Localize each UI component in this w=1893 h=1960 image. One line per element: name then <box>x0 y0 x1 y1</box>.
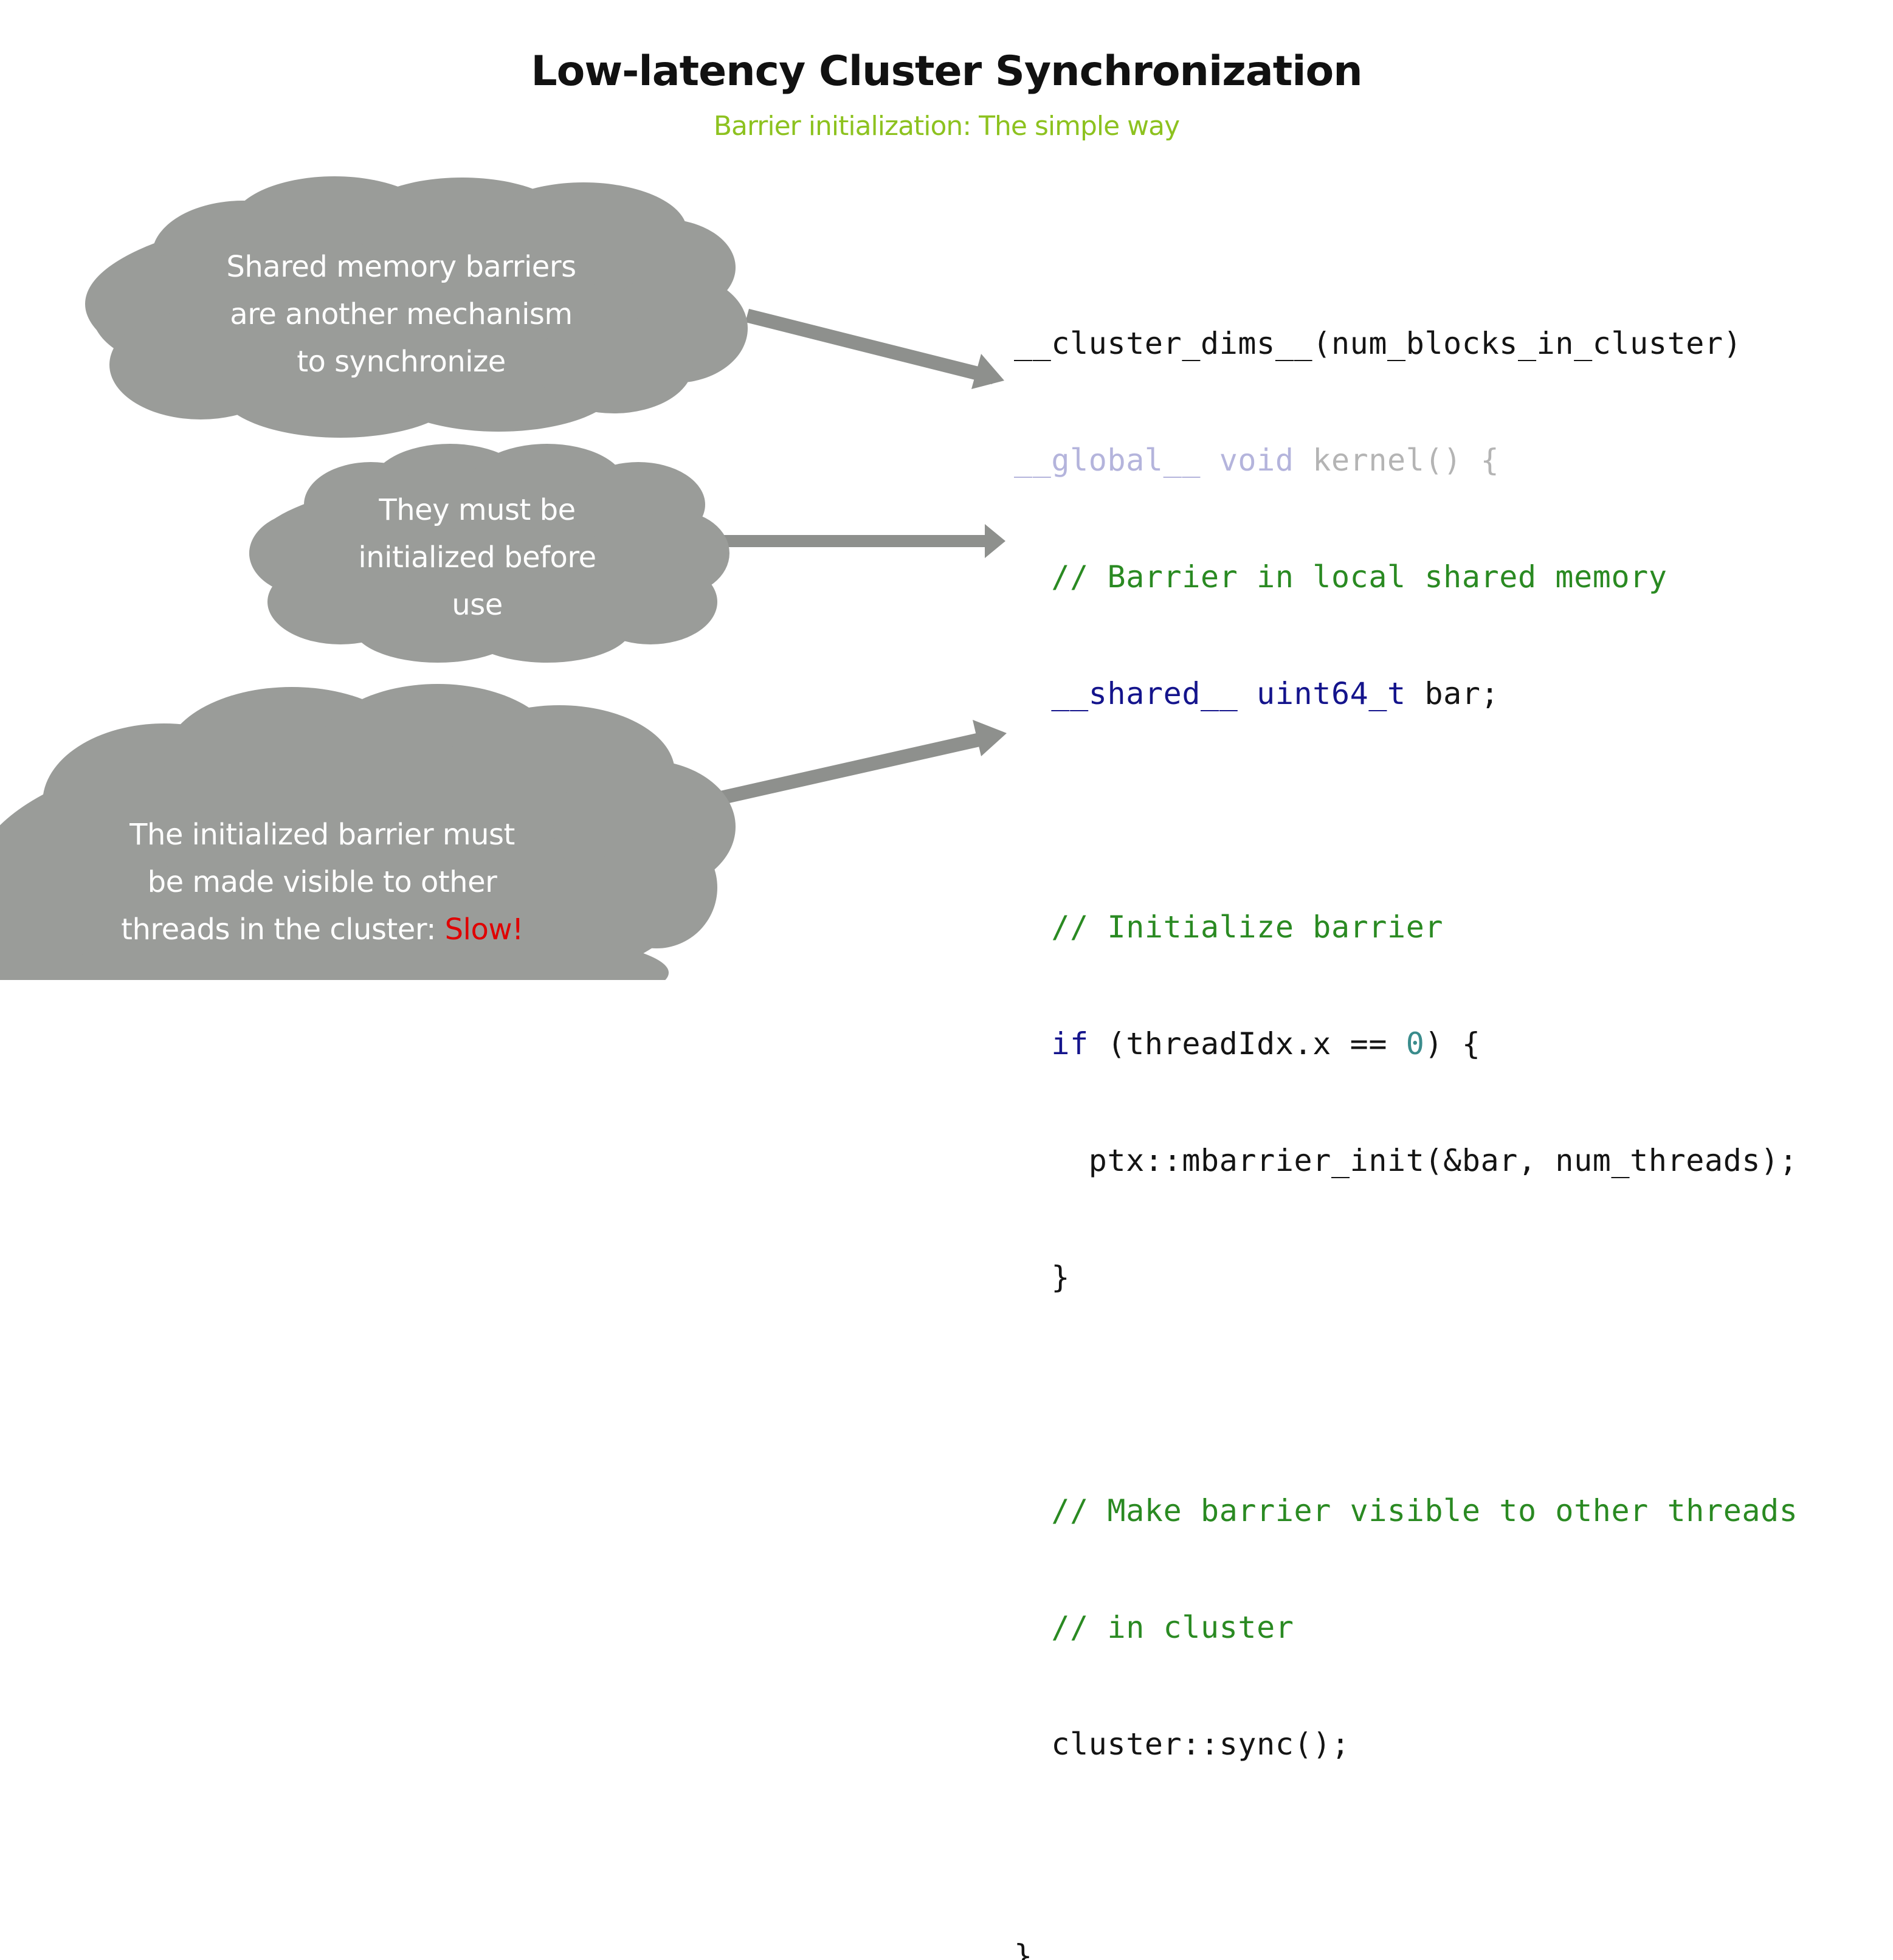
callout-top-line: are another mechanism <box>230 297 573 331</box>
code-text: ) { <box>1424 1026 1481 1061</box>
code-text: cluster::sync(); <box>1014 1727 1350 1762</box>
callout-artwork <box>0 176 1007 980</box>
code-line: // Make barrier visible to other threads <box>1014 1491 1798 1530</box>
code-blank-line <box>1014 1375 1798 1413</box>
code-line: // Barrier in local shared memory <box>1014 557 1798 596</box>
code-comment: // Make barrier visible to other threads <box>1014 1493 1798 1528</box>
code-indent <box>1014 1026 1051 1061</box>
code-keyword: if <box>1051 1026 1089 1061</box>
callout-arrows <box>680 309 1007 813</box>
code-comment: // Initialize barrier <box>1014 909 1444 945</box>
code-number: 0 <box>1405 1026 1425 1061</box>
callout-middle-text: They must be initialized before use <box>271 486 684 629</box>
callout-bottom-prefix: threads in the cluster: <box>121 913 445 947</box>
arrow-top <box>745 309 996 384</box>
slide-subtitle: Barrier initialization: The simple way <box>713 111 1180 142</box>
code-text: (threadIdx.x == <box>1088 1026 1406 1061</box>
code-comment: // Barrier in local shared memory <box>1014 559 1667 595</box>
code-indent <box>1014 676 1051 711</box>
slow-highlight: Slow! <box>444 913 524 947</box>
callout-bottom-line: be made visible to other <box>147 865 497 899</box>
cloud-middle <box>249 444 729 663</box>
code-text-faded: kernel() { <box>1294 443 1500 478</box>
code-text: ptx::mbarrier_init(&bar, num_threads); <box>1014 1143 1798 1178</box>
code-line: } <box>1014 1258 1798 1297</box>
callout-top-line: to synchronize <box>297 345 506 379</box>
callout-top-text: Shared memory barriers are another mecha… <box>146 243 657 385</box>
code-blank-line <box>1014 791 1798 830</box>
code-line: ptx::mbarrier_init(&bar, num_threads); <box>1014 1141 1798 1180</box>
code-line: } <box>1014 1936 1798 1960</box>
callout-middle-line: They must be <box>379 493 576 527</box>
code-keyword-faded: __global__ void <box>1014 443 1294 478</box>
code-text: } <box>1014 1938 1033 1960</box>
arrow-bottom <box>680 731 991 813</box>
code-spacer <box>1014 1841 1798 1858</box>
code-keyword: __shared__ uint64_t <box>1051 676 1406 711</box>
code-line: // in cluster <box>1014 1608 1798 1647</box>
code-line: __cluster_dims__(num_blocks_in_cluster) <box>1014 324 1798 363</box>
code-text: bar; <box>1405 676 1500 711</box>
arrow-middle <box>723 535 991 547</box>
code-line: cluster::sync(); <box>1014 1725 1798 1764</box>
code-comment: // in cluster <box>1014 1610 1294 1645</box>
code-line: if (threadIdx.x == 0) { <box>1014 1024 1798 1063</box>
code-block: __cluster_dims__(num_blocks_in_cluster) … <box>1014 246 1798 1960</box>
cloud-bottom <box>0 684 736 980</box>
code-line: __global__ void kernel() { <box>1014 441 1798 480</box>
code-line: __shared__ uint64_t bar; <box>1014 674 1798 713</box>
callout-middle-line: initialized before <box>358 540 596 575</box>
code-line: // Initialize barrier <box>1014 908 1798 947</box>
code-text: } <box>1014 1260 1071 1295</box>
callout-bottom-line: The initialized barrier must <box>129 818 515 852</box>
code-text: __cluster_dims__(num_blocks_in_cluster) <box>1014 326 1742 361</box>
cloud-top <box>85 176 748 438</box>
arrow-middle-head <box>985 524 1005 558</box>
arrow-bottom-head <box>973 720 1007 756</box>
slide-title: Low-latency Cluster Synchronization <box>531 47 1362 95</box>
callout-bottom-line: threads in the cluster: Slow! <box>49 906 596 953</box>
callout-top-line: Shared memory barriers <box>226 250 576 284</box>
arrow-top-head <box>971 354 1004 389</box>
callout-middle-line: use <box>452 588 503 622</box>
callout-bottom-text: The initialized barrier must be made vis… <box>49 811 596 953</box>
